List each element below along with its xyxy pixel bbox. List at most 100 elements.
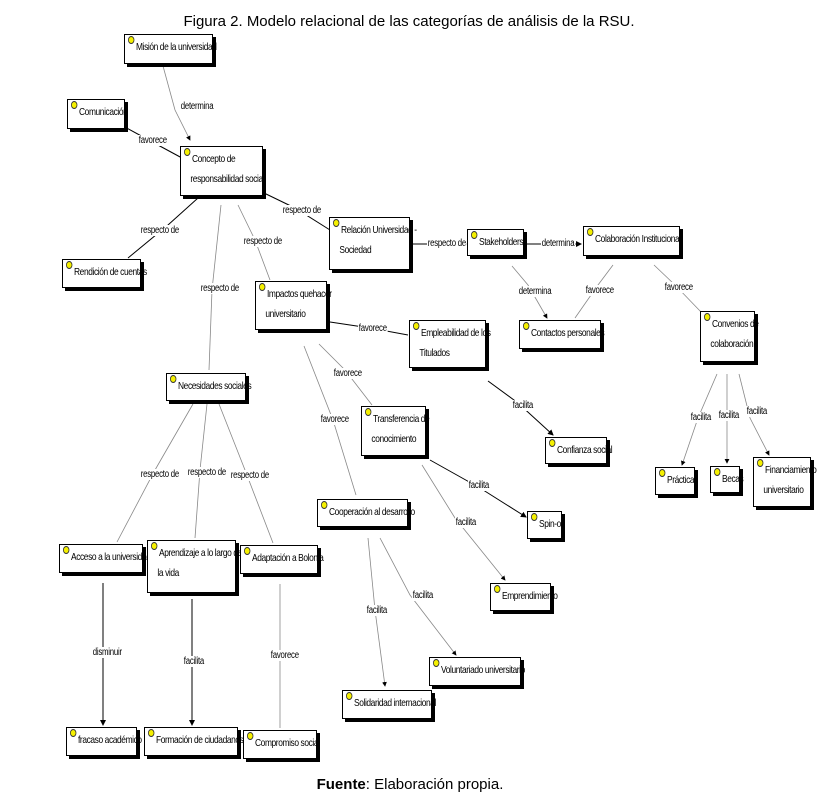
node-label: Comunicación [79, 106, 128, 118]
node-label: Compromiso social [255, 737, 320, 749]
concept-icon [244, 547, 251, 555]
node-label: Sociedad [339, 244, 372, 256]
node-solidaridad[interactable]: Solidaridad internacional [342, 690, 436, 719]
node-line: Titulados [413, 343, 468, 363]
node-contactos[interactable]: Contactos personales [519, 320, 605, 349]
edge-label: respecto de [200, 283, 240, 294]
concept-icon [259, 283, 266, 291]
node-adaptacion[interactable]: Adaptación a Bolonia [240, 545, 324, 574]
node-line: Cooperación al desarrollo [321, 501, 415, 522]
concept-icon [66, 261, 73, 269]
node-text: Emprendimiento [494, 585, 558, 606]
node-spinoff[interactable]: Spin-off [527, 511, 565, 539]
edge-label: disminuir [92, 647, 123, 658]
concept-icon [128, 36, 135, 44]
node-label: fracaso académico [78, 734, 142, 746]
node-label: Emprendimiento [502, 590, 558, 602]
node-text: Stakeholders [471, 231, 524, 252]
concept-icon [471, 231, 478, 239]
node-line: Contactos personales [523, 322, 605, 343]
node-mision[interactable]: Misión de la universidad [124, 34, 217, 64]
node-line: Comunicación [71, 101, 128, 122]
node-label: universitario [265, 308, 306, 320]
concept-icon [333, 219, 340, 227]
node-label: Becas [722, 473, 744, 485]
node-label: conocimiento [371, 433, 417, 445]
node-text: Formación de ciudadanos [148, 729, 244, 750]
node-text: Compromiso social [247, 732, 320, 753]
node-cooperacion[interactable]: Cooperación al desarrollo [317, 499, 415, 527]
node-compromiso[interactable]: Compromiso social [243, 730, 320, 759]
edge-label: facilita [455, 517, 477, 528]
concept-icon [714, 468, 721, 476]
edge-mision-concepto [162, 65, 191, 141]
node-line: Voluntariado universitario [433, 659, 525, 680]
edge-label: favorece [358, 323, 388, 334]
edge-label: facilita [746, 406, 768, 417]
node-label: Acceso a la universidad [71, 551, 151, 563]
node-rendicion[interactable]: Rendición de cuentas [62, 259, 147, 288]
node-label: Voluntariado universitario [441, 664, 525, 676]
edge-label: determina [541, 238, 576, 249]
node-line: Relación Universidad - [333, 219, 417, 240]
node-voluntariado[interactable]: Voluntariado universitario [429, 657, 525, 686]
node-necesidades[interactable]: Necesidades sociales [166, 373, 252, 401]
node-line: Solidaridad internacional [346, 692, 436, 713]
node-line: Rendición de cuentas [66, 261, 147, 282]
node-fracaso[interactable]: fracaso académico [66, 727, 142, 756]
edge-label: respecto de [187, 467, 227, 478]
node-line: Colaboración Institucional [587, 228, 681, 249]
node-text: Necesidades sociales [170, 375, 252, 396]
concept-icon [63, 546, 70, 554]
edge-label: favorece [138, 135, 168, 146]
edge-label: facilita [468, 480, 490, 491]
concept-icon [549, 439, 556, 447]
node-relacion[interactable]: Relación Universidad - Sociedad [329, 217, 417, 270]
node-acceso[interactable]: Acceso a la universidad [59, 544, 151, 573]
edge-label: facilita [366, 605, 388, 616]
node-line: Empleabilidad de los [413, 322, 491, 343]
node-label: Formación de ciudadanos [156, 734, 244, 746]
concept-icon [704, 313, 711, 321]
edge-label: determina [180, 101, 215, 112]
node-line: Stakeholders [471, 231, 524, 252]
concept-icon [151, 542, 158, 550]
node-colaboracion[interactable]: Colaboración Institucional [583, 226, 681, 256]
node-label: Concepto de [192, 153, 236, 165]
node-stakeholders[interactable]: Stakeholders [467, 229, 524, 256]
edge-label: respecto de [230, 470, 270, 481]
node-text: Misión de la universidad [128, 36, 217, 57]
node-line: Compromiso social [247, 732, 320, 753]
node-comunicacion[interactable]: Comunicación [67, 99, 128, 129]
node-emprendimiento[interactable]: Emprendimiento [490, 583, 558, 611]
concept-icon [531, 513, 538, 521]
concept-icon [433, 659, 440, 667]
concept-icon [659, 469, 666, 477]
edge-label: favorece [664, 282, 694, 293]
source-label: Fuente [316, 776, 366, 793]
edge-label: respecto de [140, 225, 180, 236]
node-label: Relación Universidad - [341, 224, 417, 236]
node-confianza[interactable]: Confianza social [545, 437, 613, 464]
node-label: Empleabilidad de los [421, 327, 491, 339]
edge-label: facilita [412, 590, 434, 601]
node-formacion[interactable]: Formación de ciudadanos [144, 727, 244, 756]
node-label: Necesidades sociales [178, 380, 252, 392]
node-text: Colaboración Institucional [587, 228, 681, 249]
node-becas[interactable]: Becas [710, 466, 744, 493]
node-label: Financiamiento [765, 464, 817, 476]
edge-label: respecto de [282, 205, 322, 216]
node-label: Spin-off [539, 518, 565, 530]
node-practicas[interactable]: Prácticas [655, 467, 698, 495]
